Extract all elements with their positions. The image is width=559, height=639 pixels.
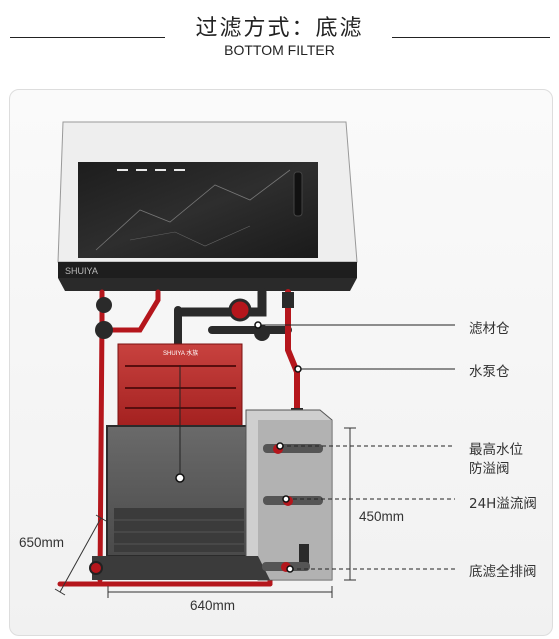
sump-filter-floor [114, 508, 244, 552]
callout-pump-chamber: 水泵仓 [469, 360, 510, 380]
callout-24h-overflow: 24H溢流阀 [469, 492, 537, 512]
sump-tank [92, 410, 332, 580]
callout-filter-media: 滤材仓 [469, 317, 510, 337]
tank-stand-rim [58, 262, 357, 278]
callout-full-drain: 底滤全排阀 [469, 560, 537, 580]
tank-stand-base [58, 278, 357, 291]
dimension-depth: 650mm [19, 535, 64, 550]
dimension-height: 450mm [359, 509, 404, 524]
sump-logo: SHUIYA 水族 [163, 349, 198, 357]
callout-max-level: 最高水位 [469, 438, 523, 458]
return-pipe [288, 292, 297, 418]
display-tank: SHUIYA [58, 122, 357, 291]
dimension-width: 640mm [190, 598, 235, 613]
sump-base [92, 556, 270, 580]
callout-overflow-guard: 防溢阀 [469, 457, 510, 477]
overflow-pipe [110, 292, 158, 330]
return-nozzle [294, 172, 302, 216]
cabinet-logo: SHUIYA [65, 266, 98, 276]
